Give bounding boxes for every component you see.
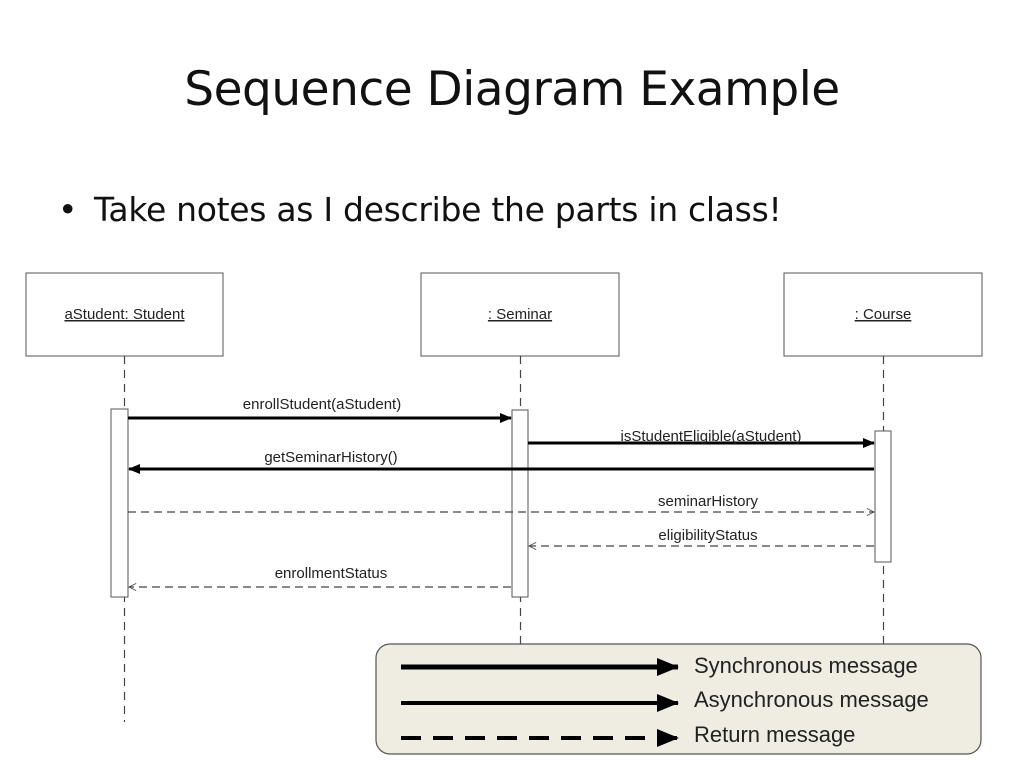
- lifeline-head-box: [25, 272, 224, 357]
- lifeline-label: : Seminar: [488, 306, 552, 323]
- message-label: enrollmentStatus: [275, 565, 388, 582]
- message-seminar-history: seminarHistory: [128, 493, 875, 516]
- slide-title: Sequence Diagram Example: [184, 62, 840, 117]
- message-label: getSeminarHistory(): [264, 449, 397, 466]
- bullet-dot-icon: •: [58, 190, 78, 229]
- legend-item-synchronous: Synchronous message: [401, 653, 918, 678]
- legend-item-asynchronous: Asynchronous message: [401, 687, 929, 712]
- message-enroll-student: enrollStudent(aStudent): [128, 396, 512, 423]
- message-label: enrollStudent(aStudent): [243, 396, 401, 413]
- lifeline-student: aStudent: Student: [25, 272, 224, 722]
- message-label: eligibilityStatus: [658, 527, 757, 544]
- bullet-item: • Take notes as I describe the parts in c…: [58, 190, 782, 229]
- bullet-text: Take notes as I describe the parts in cl…: [94, 190, 782, 229]
- lifeline-label: aStudent: Student: [64, 306, 185, 323]
- message-enrollment-status: enrollmentStatus: [128, 565, 511, 591]
- activation-bar: [511, 409, 529, 598]
- activation-bar: [874, 430, 892, 563]
- message-label: isStudentEligible(aStudent): [621, 428, 802, 445]
- legend-item-return: Return message: [401, 722, 855, 747]
- legend: Synchronous message Asynchronous message…: [375, 643, 982, 755]
- message-label: seminarHistory: [658, 493, 759, 510]
- lifeline-head-box: [420, 272, 620, 357]
- lifeline-head-box: [783, 272, 983, 357]
- message-eligibility-status: eligibilityStatus: [528, 527, 874, 550]
- legend-label: Asynchronous message: [694, 687, 929, 712]
- legend-label: Synchronous message: [694, 653, 918, 678]
- activation-bar: [110, 408, 129, 598]
- lifeline-seminar: : Seminar: [420, 272, 620, 645]
- message-is-student-eligible: isStudentEligible(aStudent): [528, 428, 875, 448]
- lifeline-label: : Course: [855, 306, 912, 323]
- lifeline-course: : Course: [783, 272, 983, 645]
- message-get-seminar-history: getSeminarHistory(): [128, 449, 874, 474]
- legend-label: Return message: [694, 722, 855, 747]
